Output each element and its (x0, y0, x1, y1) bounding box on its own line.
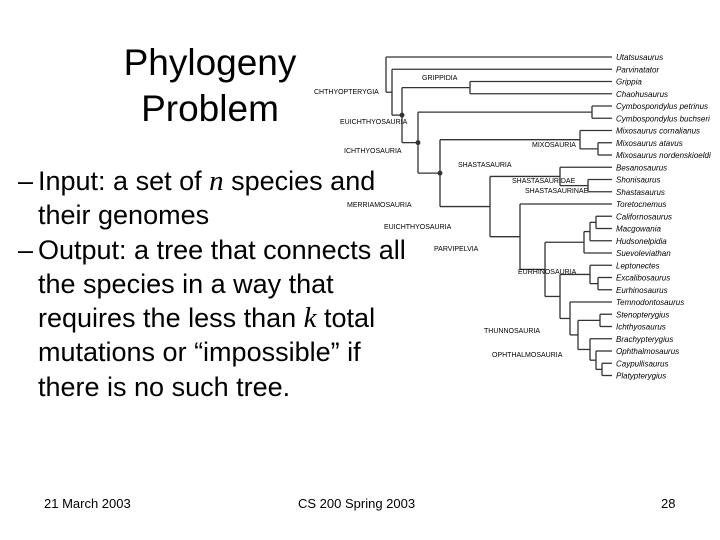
footer-page-number: 28 (661, 496, 676, 511)
variable-n: n (209, 165, 224, 197)
bullet-input: – Input: a set of n species and their ge… (18, 164, 418, 233)
taxon-label: Excalibosaurus (616, 274, 670, 283)
taxon-label: Platypterygius (616, 372, 666, 381)
clade-label: SHASTASAURINAE (525, 188, 589, 195)
bullet-output-text-end: total mutations or “impossible” if there… (38, 303, 376, 402)
clade-label: OPHTHALMOSAURIA (492, 352, 563, 359)
bullet-output-text: Output: a tree that connects all the spe… (38, 234, 406, 334)
clade-label: EUICHTHYOSAURIA (340, 119, 408, 126)
taxon-label: Mixosaurus atavus (616, 139, 683, 148)
taxon-label: Eurhinosaurus (616, 286, 668, 295)
taxon-label: Cymbospondylus petrinus (616, 102, 708, 111)
title-line-2: Problem (141, 88, 279, 129)
taxon-label: Besanosaurus (616, 163, 667, 172)
taxon-label: Cymbospondylus buchseri (616, 114, 710, 123)
clade-label: MERRIAMOSAURIA (347, 202, 412, 209)
title-line-1: Phylogeny (123, 42, 297, 83)
bullet-list: – Input: a set of n species and their ge… (18, 164, 418, 404)
clade-label: EUICHTHYOSAURIA (384, 224, 452, 231)
node-marker (437, 170, 443, 176)
taxon-label: Hudsonelpidia (616, 237, 667, 246)
taxon-label: Temnodontosaurus (616, 298, 684, 307)
taxon-label: Suevoleviathan (616, 249, 671, 258)
bullet-input-text-end: species and their genomes (38, 166, 376, 231)
bullet-marker: – (18, 166, 34, 196)
taxon-label: Shonisaurus (616, 176, 660, 185)
taxon-label: Shastasaurus (616, 188, 665, 197)
taxon-label: Stenopterygius (616, 310, 669, 319)
taxon-label: Parvinatator (616, 65, 659, 74)
node-marker (399, 112, 405, 118)
clade-label: MIXOSAURIA (532, 142, 576, 149)
slide-title: Phylogeny Problem (70, 40, 350, 132)
taxon-label: Toretocnemus (616, 200, 666, 209)
clade-label: SHASTASAURIA (458, 162, 512, 169)
clade-label: SHASTASAURIDAE (512, 178, 576, 185)
bullet-output: – Output: a tree that connects all the s… (18, 233, 418, 404)
footer-date: 21 March 2003 (44, 496, 131, 511)
bullet-input-text: Input: a set of (38, 166, 210, 196)
taxon-label: Caypullisaurus (616, 359, 668, 368)
variable-k: k (303, 302, 317, 335)
footer-course: CS 200 Spring 2003 (298, 496, 416, 511)
taxon-label: Mixosaurus nordenskioeldi (616, 151, 711, 160)
taxon-label: Californosaurus (616, 212, 672, 221)
taxon-label: Ophthalmosaurus (616, 347, 679, 356)
taxon-label: Mixosaurus cornalianus (616, 127, 700, 136)
node-marker (415, 140, 421, 146)
taxon-label: Macgowania (616, 225, 661, 234)
clade-label: PARVIPELVIA (434, 246, 479, 253)
taxon-label: Grippia (616, 78, 642, 87)
taxon-label: Ichthyosaurus (616, 323, 666, 332)
taxon-label: Utatsusaurus (616, 53, 663, 62)
clade-label: ICHTHYOSAURIA (344, 148, 402, 155)
bullet-marker: – (18, 234, 34, 265)
clade-label: THUNNOSAURIA (484, 328, 540, 335)
taxon-label: Chaohusaurus (616, 90, 668, 99)
clade-label: EURHINOSAURIA (518, 269, 577, 276)
clade-label: GRIPPIDIA (422, 75, 458, 82)
clade-label: CHTHYOPTERYGIA (314, 89, 379, 96)
taxon-label: Leptonectes (616, 261, 660, 270)
taxon-label: Brachypterygius (616, 335, 673, 344)
